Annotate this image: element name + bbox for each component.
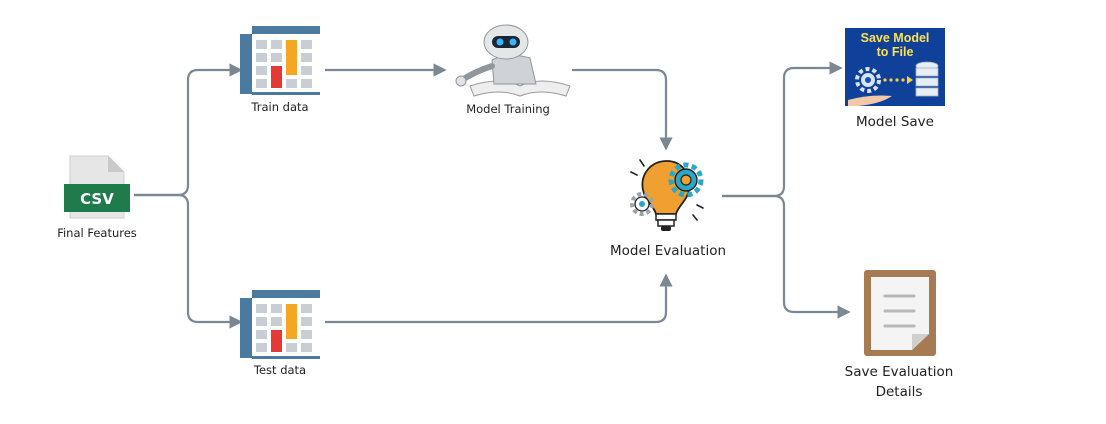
save-evaluation-details-line1: Save Evaluation (844, 364, 954, 380)
connectors (134, 61, 851, 329)
robot-reading-icon (455, 24, 571, 97)
training-to-evaluation-arrow (572, 68, 673, 151)
save-model-banner-image: Save Model to File (845, 28, 945, 106)
csv-file-icon: CSV (64, 155, 130, 219)
save-evaluation-details-line2: Details (875, 384, 923, 400)
train-table-icon (240, 26, 320, 95)
document-clipboard-icon (864, 270, 936, 356)
test-data-label: Test data (253, 363, 307, 377)
test-to-evaluation-arrow (325, 273, 673, 324)
model-evaluation-label: Model Evaluation (609, 243, 727, 259)
csv-label: Final Features (57, 226, 137, 240)
model-save-label: Model Save (856, 114, 934, 130)
save-model-banner-line2: to File (877, 45, 914, 59)
evaluation-to-save-details-arrow (722, 194, 851, 319)
train-data-label: Train data (251, 100, 309, 114)
test-table-icon (240, 290, 320, 359)
save-evaluation-details-label: Save Evaluation Details (836, 362, 962, 402)
model-training-label: Model Training (466, 102, 550, 116)
evaluation-to-save-model-arrow (722, 61, 843, 198)
lightbulb-gears-icon (630, 159, 704, 231)
csv-to-train-arrow (134, 63, 243, 197)
csv-to-test-arrow (134, 193, 243, 329)
csv-icon-text: CSV (80, 190, 114, 208)
save-model-banner-line1: Save Model (861, 31, 930, 45)
